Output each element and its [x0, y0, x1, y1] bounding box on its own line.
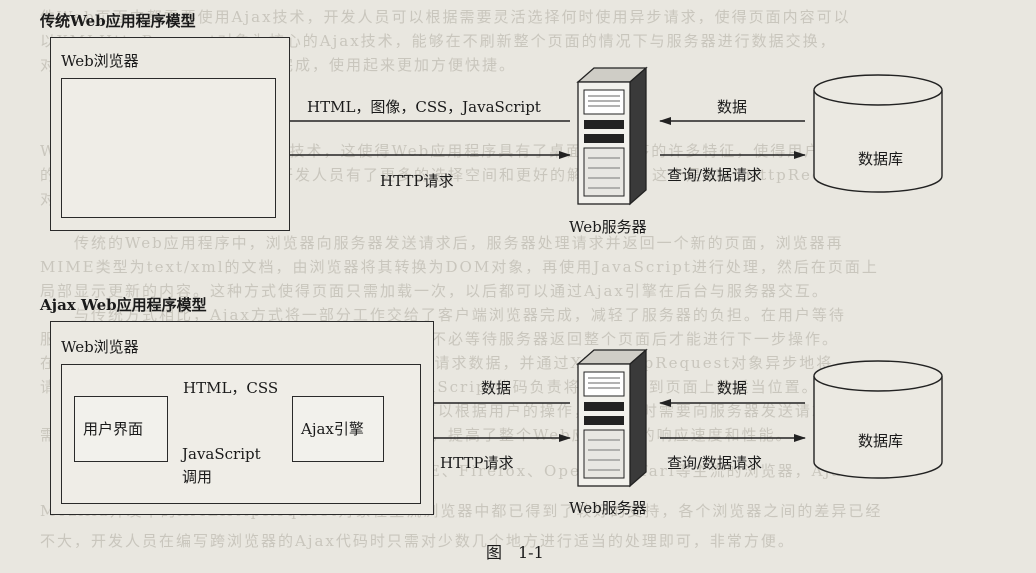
ajax-server-data-label: 数据: [481, 379, 512, 397]
traditional-db-data-label: 数据: [717, 98, 748, 116]
ajax-ui-box: 用户界面: [74, 396, 168, 462]
background-text-line: 传统的Web应用程序中，浏览器向服务器发送请求后，服务器处理请求并返回一个新的页…: [40, 234, 844, 252]
traditional-page-area: [61, 78, 276, 218]
ajax-server-icon: [576, 348, 648, 488]
background-text-line: 件Web页面中都需要使用Ajax技术，开发人员可以根据需要灵活选择何时使用异步请…: [40, 8, 851, 26]
ajax-model-title: Ajax Web应用程序模型: [40, 296, 207, 314]
ajax-db-query-label: 查询/数据请求: [667, 454, 763, 472]
traditional-server-icon: [576, 66, 648, 206]
background-text-line: 与传统方式相比，Ajax方式将一部分工作交给了客户端浏览器完成，减轻了服务器的负…: [40, 306, 846, 324]
traditional-database-label: 数据库: [858, 150, 904, 168]
ajax-ui-label: 用户界面: [83, 420, 144, 438]
ajax-browser-label: Web浏览器: [61, 338, 139, 356]
traditional-browser-label: Web浏览器: [61, 52, 139, 70]
ajax-db-data-label: 数据: [717, 379, 748, 397]
traditional-server-label: Web服务器: [569, 218, 647, 236]
ajax-server-label: Web服务器: [569, 499, 647, 517]
ajax-database-icon: [813, 360, 943, 479]
background-text-line: 局部显示更新的内容。这种方式使得页面只需加载一次，以后都可以通过Ajax引擎在后…: [40, 282, 829, 300]
figure-caption: 图 1-1: [486, 543, 544, 562]
ajax-engine-box: Ajax引擎: [292, 396, 384, 462]
traditional-response-label: HTML，图像，CSS，JavaScript: [307, 98, 541, 116]
traditional-browser-box: Web浏览器: [50, 37, 290, 231]
ajax-js-label-line2: 调用: [182, 468, 213, 486]
ajax-html-css-label: HTML，CSS: [183, 379, 279, 397]
traditional-database-icon: [813, 74, 943, 193]
traditional-model-title: 传统Web应用程序模型: [40, 12, 196, 30]
ajax-database-label: 数据库: [858, 432, 904, 450]
ajax-server-request-label: HTTP请求: [440, 454, 514, 472]
ajax-js-label-line1: JavaScript: [182, 445, 261, 463]
traditional-request-label: HTTP请求: [380, 172, 454, 190]
traditional-db-query-label: 查询/数据请求: [667, 166, 763, 184]
ajax-engine-label: Ajax引擎: [301, 420, 364, 438]
background-text-line: 不大，开发人员在编写跨浏览器的Ajax代码时只需对少数几个地方进行适当的处理即可…: [40, 532, 795, 550]
background-text-line: MIME类型为text/xml的文档，由浏览器将其转换为DOM对象，再使用Jav…: [40, 258, 879, 276]
